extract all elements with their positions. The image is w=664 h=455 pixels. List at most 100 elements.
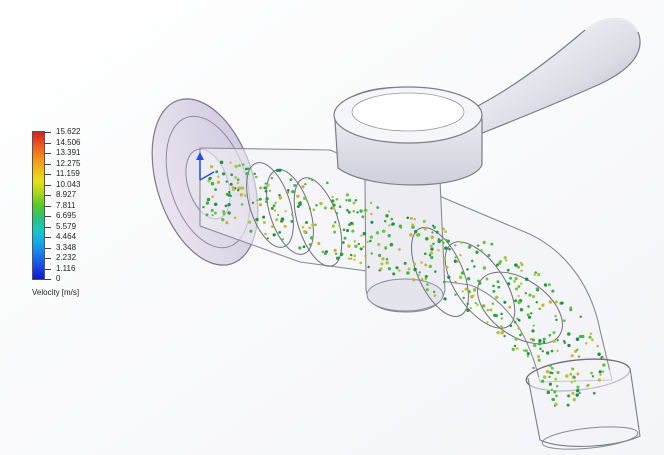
- flow-particle: [429, 244, 433, 248]
- flow-particle: [286, 188, 290, 192]
- flow-particle: [567, 394, 571, 398]
- flow-particle: [537, 358, 541, 362]
- flow-particle: [375, 231, 380, 235]
- flow-particle: [255, 217, 259, 222]
- flow-particle: [385, 261, 389, 265]
- flow-particle: [541, 350, 544, 353]
- flow-particle: [220, 217, 225, 222]
- flow-particle: [384, 220, 387, 223]
- flow-particle: [342, 241, 345, 244]
- flow-particle: [478, 281, 482, 285]
- flow-particle: [221, 172, 226, 176]
- flow-particle: [407, 267, 411, 271]
- flow-particle: [345, 193, 350, 197]
- flow-particle: [437, 239, 441, 244]
- flow-particle: [343, 236, 347, 240]
- flow-particle: [423, 227, 427, 231]
- flow-particle: [517, 327, 521, 330]
- flow-particle: [347, 257, 351, 260]
- flow-particle: [526, 355, 530, 358]
- flow-particle: [552, 339, 556, 344]
- flow-particle: [527, 315, 532, 319]
- flow-particle: [211, 195, 214, 198]
- flow-particle: [473, 265, 476, 268]
- flow-particle: [367, 265, 370, 269]
- flow-particle: [555, 394, 558, 398]
- flow-particle: [236, 181, 240, 185]
- flow-particle: [253, 172, 256, 176]
- valve-stem-base: [366, 278, 444, 312]
- flow-particle: [588, 335, 592, 339]
- flow-particle: [216, 180, 221, 184]
- flow-particle: [519, 308, 524, 312]
- flow-particle: [370, 220, 374, 224]
- flow-particle: [214, 202, 218, 206]
- flow-particle: [597, 378, 602, 382]
- flow-particle: [425, 288, 429, 292]
- flow-particle: [577, 355, 581, 358]
- flow-particle: [447, 275, 451, 279]
- flow-particle: [352, 209, 355, 213]
- flow-particle: [228, 190, 231, 194]
- flow-particle: [524, 349, 529, 353]
- flow-particle: [423, 252, 427, 256]
- legend-tick-label: 15.622: [56, 127, 81, 136]
- flow-particle: [589, 332, 593, 335]
- legend-tick-mark: [45, 174, 51, 175]
- flow-particle: [333, 230, 337, 234]
- flow-particle: [385, 214, 389, 218]
- flow-particle: [264, 182, 267, 185]
- flow-particle: [563, 339, 566, 343]
- flow-particle: [591, 375, 595, 378]
- flow-particle: [346, 208, 349, 212]
- lever-handle[interactable]: [469, 17, 641, 135]
- flow-particle: [513, 279, 516, 283]
- flow-particle: [236, 178, 240, 182]
- flow-particle: [398, 224, 403, 228]
- flow-particle: [425, 236, 429, 241]
- flow-particle: [384, 247, 387, 250]
- legend-tick-label: 2.232: [56, 253, 77, 262]
- flow-particle: [542, 337, 546, 341]
- flow-particle: [222, 210, 226, 214]
- flow-particle: [576, 389, 580, 393]
- flow-particle: [448, 247, 451, 251]
- flow-particle: [579, 334, 583, 339]
- flow-particle: [540, 379, 545, 383]
- flow-particle: [495, 263, 499, 267]
- legend-tick-label: 10.043: [56, 179, 81, 189]
- flow-particle: [548, 300, 552, 304]
- flow-particle: [569, 306, 573, 309]
- flow-particle: [601, 370, 605, 373]
- flow-particle: [351, 229, 355, 233]
- flow-particle: [256, 199, 259, 202]
- flow-particle: [335, 256, 340, 261]
- flow-particle: [554, 314, 557, 318]
- flow-particle: [377, 253, 382, 258]
- flow-particle: [526, 352, 530, 356]
- flow-particle: [259, 186, 263, 190]
- flow-particle: [335, 198, 339, 201]
- flow-particle: [528, 293, 532, 297]
- flow-particle: [420, 277, 424, 281]
- flow-particle: [566, 403, 570, 407]
- flow-particle: [241, 163, 245, 166]
- flow-particle: [535, 287, 539, 291]
- flow-particle: [466, 276, 471, 281]
- flow-particle: [531, 338, 535, 342]
- flow-particle: [265, 200, 268, 204]
- flow-particle: [500, 317, 503, 320]
- flow-particle: [569, 372, 573, 376]
- flow-particle: [537, 355, 540, 358]
- flow-particle: [542, 340, 546, 344]
- flow-particle: [473, 288, 477, 291]
- flow-particle: [409, 233, 413, 237]
- flow-particle: [472, 294, 475, 297]
- flow-particle: [331, 199, 335, 203]
- flow-particle: [428, 264, 433, 269]
- flow-particle: [302, 196, 307, 200]
- flow-particle: [298, 246, 302, 250]
- flow-particle: [345, 229, 350, 233]
